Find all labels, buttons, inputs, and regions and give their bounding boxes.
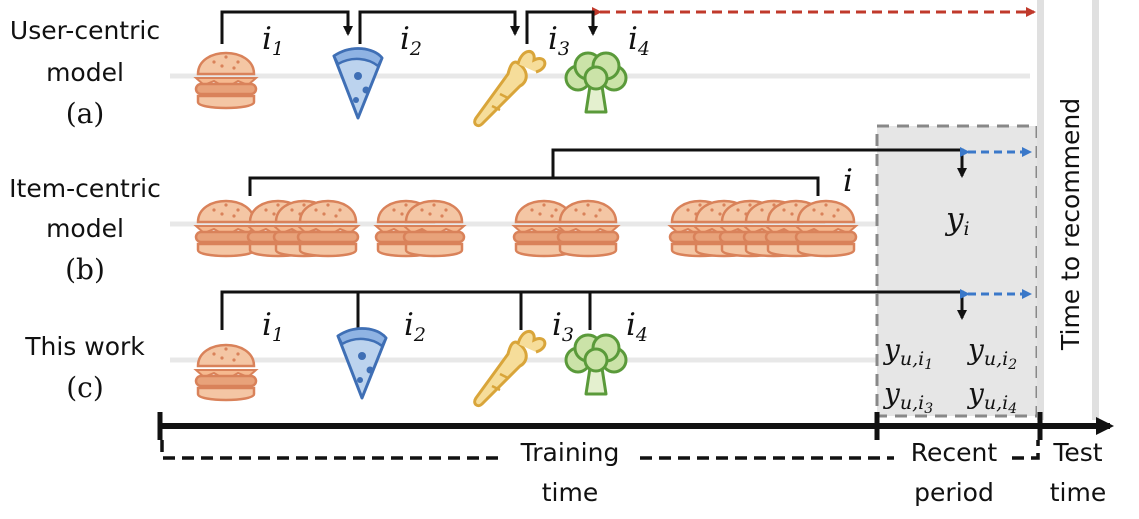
math-yu3: yu,i3 — [884, 377, 934, 417]
row-b-label-2: model — [46, 214, 124, 243]
training-label: Training — [514, 440, 626, 465]
math-yu4: yu,i4 — [968, 377, 1018, 417]
math-i1-c: i1 — [262, 307, 285, 346]
test-label-2: time — [1049, 478, 1107, 507]
math-yu1: yu,i1 — [884, 333, 934, 373]
math-i-b: i — [843, 163, 853, 199]
row-b-label-1: Item-centric — [9, 174, 161, 203]
math-i4-c: i4 — [626, 307, 649, 346]
carrot-icon — [473, 329, 547, 408]
broccoli-icon — [564, 333, 628, 396]
math-yi: yi — [946, 201, 970, 240]
burger-icon — [402, 199, 466, 258]
time-axis — [157, 412, 1114, 440]
pizza-icon — [332, 47, 384, 120]
test-time-band — [1037, 0, 1044, 420]
row-c-brackets — [220, 290, 967, 330]
math-i3-a: i3 — [548, 21, 571, 60]
burger-icon — [194, 51, 258, 110]
carrot-icon — [473, 49, 547, 128]
math-i3-c: i3 — [552, 307, 575, 346]
row-c-label-1: This work — [25, 332, 145, 361]
row-b-tag: (b) — [65, 253, 105, 286]
row-c-tag: (c) — [66, 371, 104, 404]
recent-label-2: period — [914, 478, 994, 507]
row-b-burgers — [194, 199, 858, 258]
math-yu2: yu,i2 — [968, 333, 1018, 373]
burger-icon — [194, 199, 258, 258]
broccoli-icon — [564, 51, 628, 114]
training-label-2: time — [541, 478, 599, 507]
row-a-label-1: User-centric — [9, 16, 161, 45]
math-i2-c: i2 — [404, 307, 427, 346]
burger-icon — [556, 199, 620, 258]
math-i2-a: i2 — [400, 21, 423, 60]
test-time-band-2 — [1092, 0, 1099, 420]
test-label: Test — [1053, 438, 1103, 467]
math-i4-a: i4 — [628, 21, 651, 60]
recent-label: Recent — [904, 440, 1004, 465]
pizza-icon — [336, 327, 388, 400]
burger-icon — [194, 343, 258, 402]
span-lines — [160, 440, 1040, 460]
burger-icon — [794, 199, 858, 258]
row-a-brackets — [220, 10, 598, 44]
row-a-label-2: model — [46, 58, 124, 87]
row-a-tag: (a) — [65, 97, 105, 130]
math-i1-a: i1 — [262, 21, 285, 60]
burger-icon — [296, 199, 360, 258]
time-to-recommend-label: Time to recommend — [1056, 97, 1085, 350]
row-b-brackets — [248, 148, 967, 196]
